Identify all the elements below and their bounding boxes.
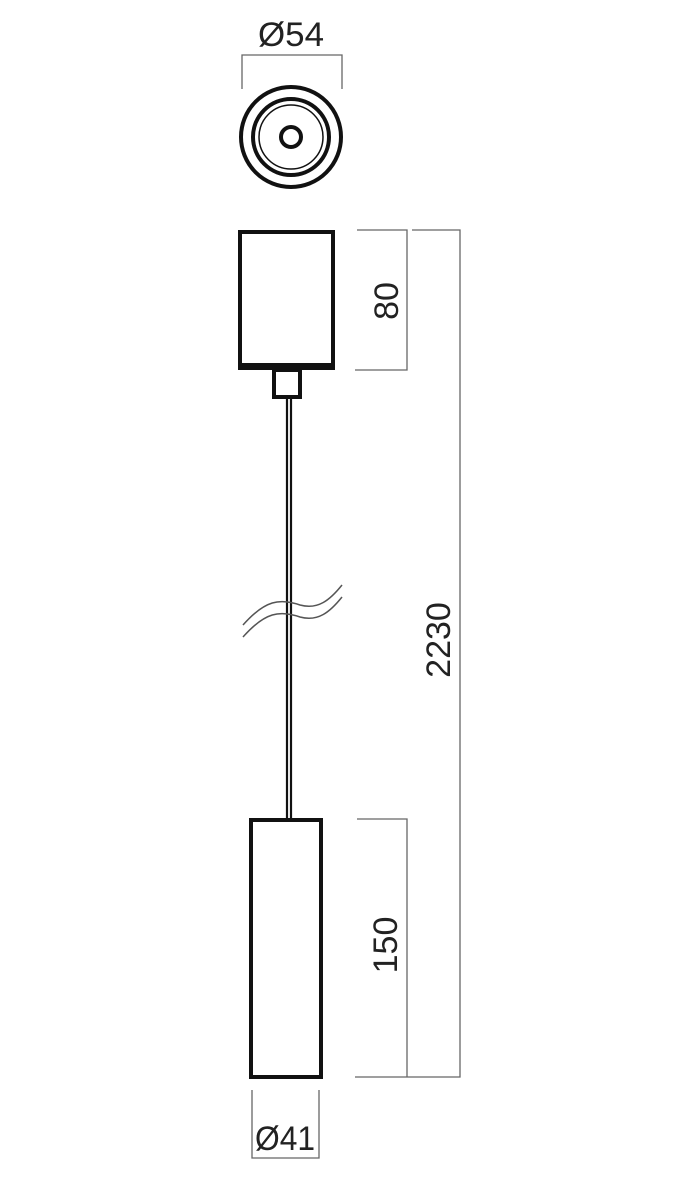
break-line <box>242 584 343 626</box>
top-diameter-label: Ø54 <box>258 16 324 54</box>
dimension-80: 80 <box>355 229 408 371</box>
canopy-height-label: 80 <box>368 282 406 320</box>
pendant-height-label: 150 <box>367 917 405 974</box>
inner-ring <box>258 104 324 170</box>
canopy-body <box>238 230 335 370</box>
outer-ring <box>239 85 343 189</box>
middle-ring <box>251 97 331 177</box>
top-view: Ø54 <box>239 16 343 189</box>
dimension-41: Ø41 <box>251 1090 320 1159</box>
cord-connector <box>272 368 302 399</box>
overall-length-label: 2230 <box>420 602 458 678</box>
pendant-body <box>249 818 323 1079</box>
break-line <box>242 596 343 638</box>
top-diameter-dimension <box>241 54 343 89</box>
dimension-150: 150 <box>357 818 408 1077</box>
center-hole <box>279 125 303 149</box>
canopy <box>238 230 335 399</box>
cord <box>242 397 343 820</box>
pendant-diameter-label: Ø41 <box>255 1120 315 1158</box>
